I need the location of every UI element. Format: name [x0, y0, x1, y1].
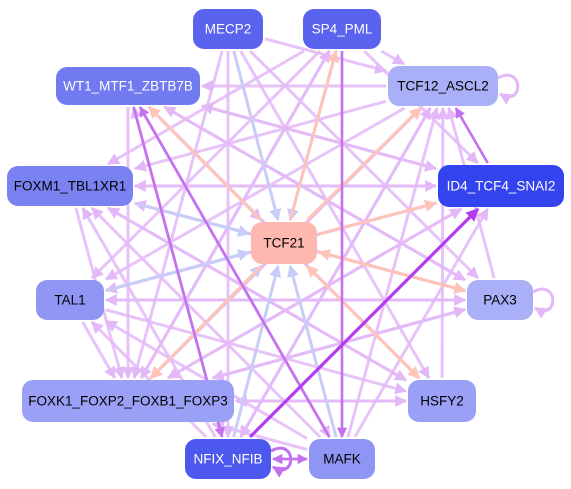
node-label: FOXK1_FOXP2_FOXB1_FOXP3 — [28, 394, 228, 409]
node-box[interactable] — [467, 280, 533, 320]
edge-tcf21-to-wt1_mtf1_zbtb7b — [147, 105, 263, 222]
node-box[interactable] — [7, 166, 133, 206]
node-wt1-mtf1-zbtb7b[interactable]: WT1_MTF1_ZBTB7B — [56, 67, 200, 105]
node-box[interactable] — [56, 67, 200, 105]
node-label: WT1_MTF1_ZBTB7B — [63, 79, 193, 94]
node-nfix-nfib[interactable]: NFIX_NFIB — [185, 439, 271, 479]
self-loop-tcf12_ascl2 — [497, 73, 520, 105]
node-label: ID4_TCF4_SNAI2 — [447, 179, 556, 194]
edge-foxk1_foxp2_foxb1_foxp3-to-sp4_pml — [139, 49, 331, 379]
node-id4-tcf4-snai2[interactable]: ID4_TCF4_SNAI2 — [438, 165, 564, 207]
node-foxk1-foxp2-foxb1-foxp3[interactable]: FOXK1_FOXP2_FOXB1_FOXP3 — [22, 380, 234, 422]
node-box[interactable] — [408, 380, 476, 422]
node-label: PAX3 — [483, 293, 517, 308]
edge-foxm1_tbl1xr1-to-tcf21 — [134, 201, 251, 237]
node-box[interactable] — [251, 222, 317, 264]
edge-pax3-to-wt1_mtf1_zbtb7b — [163, 105, 466, 282]
node-label: TCF12_ASCL2 — [397, 79, 489, 94]
edge-tcf21-to-tcf12_ascl2 — [306, 106, 422, 222]
edge-mafk-to-tcf21 — [287, 264, 338, 438]
edge-tcf21-to-id4_tcf4_snai2 — [318, 200, 438, 236]
node-label: TAL1 — [54, 293, 85, 308]
edge-nfix_nfib-to-id4_tcf4_snai2 — [248, 207, 480, 439]
node-tcf12-ascl2[interactable]: TCF12_ASCL2 — [388, 66, 498, 106]
node-tal1[interactable]: TAL1 — [36, 280, 104, 320]
edge-pax3-to-tcf21 — [317, 249, 466, 293]
edges-layer — [74, 37, 555, 478]
edge-hsfy2-to-foxm1_tbl1xr1 — [107, 206, 407, 382]
node-mafk[interactable]: MAFK — [309, 439, 375, 479]
edge-id4_tcf4_snai2-to-wt1_mtf1_zbtb7b — [200, 102, 437, 171]
edge-nfix_nfib-to-tcf12_ascl2 — [239, 106, 432, 438]
node-sp4-pml[interactable]: SP4_PML — [303, 9, 381, 49]
edge-nfix_nfib-to-tcf21 — [232, 264, 282, 438]
node-label: SP4_PML — [312, 22, 373, 37]
edge-tcf21-to-sp4_pml — [288, 49, 339, 221]
node-box[interactable] — [193, 9, 263, 49]
edge-mecp2-to-hsfy2 — [239, 50, 431, 380]
edge-tcf12_ascl2-to-foxm1_tbl1xr1 — [133, 99, 387, 172]
nodes-layer: MECP2 SP4_PML WT1_MTF1_ZBTB7B TCF12_ASCL2FO… — [7, 9, 564, 479]
edge-mafk-to-id4_tcf4_snai2 — [353, 207, 489, 438]
node-label: TCF21 — [263, 236, 304, 251]
self-loop-nfix_nfib — [270, 446, 293, 478]
node-box[interactable] — [438, 165, 564, 207]
node-box[interactable] — [185, 439, 271, 479]
node-label: MECP2 — [205, 22, 252, 37]
edge-mecp2-to-tcf21 — [232, 50, 282, 222]
node-label: MAFK — [323, 452, 361, 467]
node-box[interactable] — [36, 280, 104, 320]
node-tcf21[interactable]: TCF21 — [251, 222, 317, 264]
node-label: HSFY2 — [420, 394, 464, 409]
node-mecp2[interactable]: MECP2 — [193, 9, 263, 49]
edge-tcf12_ascl2-to-tal1 — [104, 106, 406, 281]
edge-tal1-to-foxk1_foxp2_foxb1_foxp3 — [81, 321, 117, 380]
edge-id4_tcf4_snai2-to-tcf12_ascl2 — [454, 107, 489, 164]
node-hsfy2[interactable]: HSFY2 — [408, 380, 476, 422]
node-pax3[interactable]: PAX3 — [467, 280, 533, 320]
node-label: NFIX_NFIB — [193, 452, 262, 467]
node-label: FOXM1_TBL1XR1 — [14, 179, 127, 194]
edge-sp4_pml-to-tcf12_ascl2 — [380, 49, 406, 66]
edge-foxk1_foxp2_foxb1_foxp3-to-id4_tcf4_snai2 — [167, 207, 463, 380]
self-loop-pax3 — [532, 287, 555, 319]
node-box[interactable] — [309, 439, 375, 479]
node-box[interactable] — [388, 66, 498, 106]
edge-mafk-to-wt1_mtf1_zbtb7b — [138, 106, 331, 438]
node-box[interactable] — [303, 9, 381, 49]
node-box[interactable] — [22, 380, 234, 422]
node-foxm1-tbl1xr1[interactable]: FOXM1_TBL1XR1 — [7, 166, 133, 206]
